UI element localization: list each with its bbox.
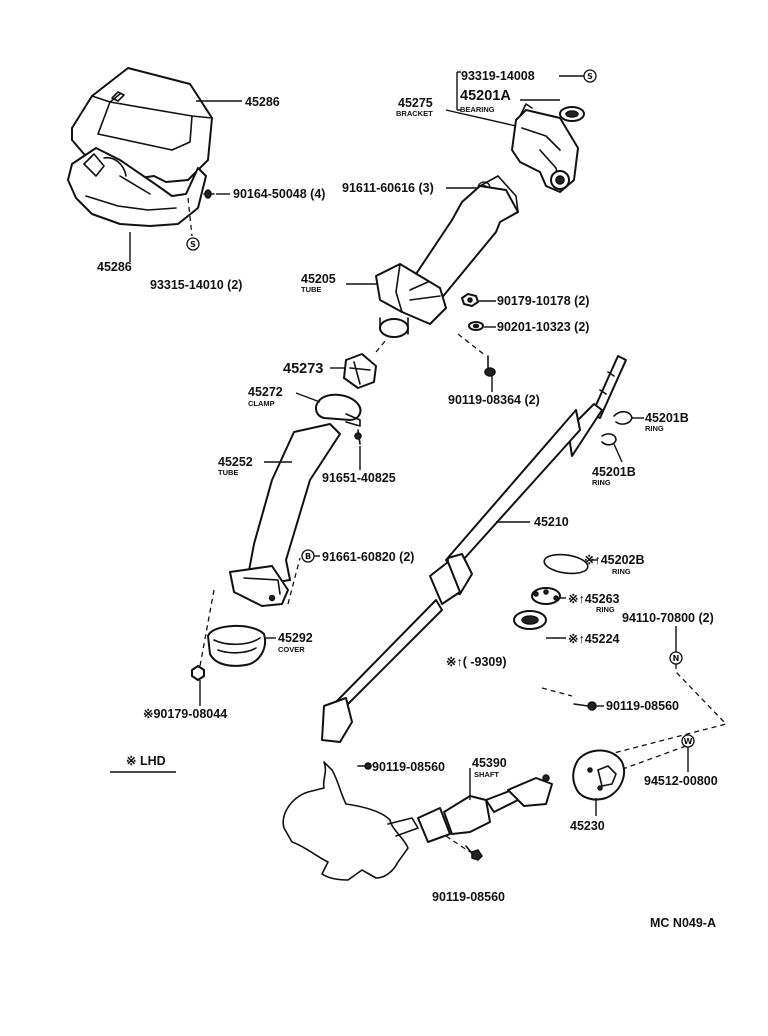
bracket-45275[interactable] [511, 103, 579, 193]
part-labels: 45286 45286 90164-50048 (4) 93315-14010 … [97, 69, 718, 930]
label-45390[interactable]: 45390 [472, 756, 507, 770]
dash-90119-a [541, 687, 573, 697]
svg-text:W: W [684, 737, 693, 746]
label-45286-bottom[interactable]: 45286 [97, 260, 132, 274]
label-45205-sub: TUBE [301, 285, 321, 294]
label-45205[interactable]: 45205 [301, 272, 336, 286]
bolt-91651-icon[interactable] [354, 429, 362, 445]
nut-90179-10178-icon[interactable] [461, 293, 479, 307]
dash-91661 [287, 557, 301, 605]
ring-45263[interactable] [531, 587, 561, 605]
bearing-45224[interactable] [513, 610, 547, 630]
ring-45201B-upper[interactable] [613, 410, 633, 425]
shaft-45390[interactable] [417, 774, 553, 843]
symbol-n-94110: N [669, 651, 683, 665]
label-45201A-sub: BEARING [460, 105, 495, 114]
dash-90119-08364 [457, 333, 487, 357]
label-45263-sub: RING [596, 605, 615, 614]
label-45230[interactable]: 45230 [570, 819, 605, 833]
svg-text:N: N [673, 654, 680, 663]
label-91661[interactable]: 91661-60820 (2) [322, 550, 414, 564]
dash-90119-c [445, 835, 471, 853]
label-45202B-sub: RING [612, 567, 631, 576]
ring-45201B-lower[interactable] [601, 433, 617, 446]
symbol-s-left: S [186, 237, 200, 251]
label-45252[interactable]: 45252 [218, 455, 253, 469]
bolt-90119-08364-icon[interactable] [484, 355, 496, 377]
label-93319[interactable]: 93319-14008 [461, 69, 535, 83]
label-94110[interactable]: 94110-70800 (2) [622, 611, 714, 625]
label-45210[interactable]: 45210 [534, 515, 569, 529]
flange-45230[interactable] [572, 749, 625, 801]
label-45272[interactable]: 45272 [248, 385, 283, 399]
label-45201B-a[interactable]: 45201B [645, 411, 689, 425]
bolt-90119-08560-c-icon[interactable] [465, 845, 483, 861]
diagram-code: MC N049-A [650, 916, 716, 930]
svg-text:S: S [587, 72, 593, 81]
leader-lines [110, 71, 689, 816]
label-lhd: ※ LHD [126, 754, 166, 768]
clamp-45272[interactable] [315, 393, 362, 427]
label-45201B-a-sub: RING [645, 424, 664, 433]
bolt-90119-08560-b-icon[interactable] [357, 762, 372, 770]
cover-screw-dash-line [187, 197, 193, 237]
label-date-note: ※↑( -9309) [446, 655, 507, 669]
ring-45202B[interactable] [543, 552, 589, 576]
label-90119-08560-a[interactable]: 90119-08560 [606, 699, 679, 713]
label-90119-08364[interactable]: 90119-08364 (2) [448, 393, 540, 407]
symbol-w-94512: W [681, 734, 695, 748]
symbol-b-91661: B [301, 549, 315, 563]
label-45263[interactable]: ※↑45263 [568, 592, 620, 606]
tube-45252[interactable] [229, 423, 341, 607]
dash-90179-08044 [199, 589, 215, 667]
label-90164[interactable]: 90164-50048 (4) [233, 187, 325, 201]
label-94512[interactable]: 94512-00800 [644, 774, 718, 788]
label-45224[interactable]: ※↑45224 [568, 632, 620, 646]
dash-45273 [375, 339, 387, 353]
screw-90164-icon[interactable] [203, 189, 215, 199]
label-93315[interactable]: 93315-14010 (2) [150, 278, 242, 292]
label-45292-sub: COVER [278, 645, 305, 654]
label-45201B-b[interactable]: 45201B [592, 465, 636, 479]
symbol-s-93319: S [583, 69, 597, 83]
dash-94110 [609, 664, 728, 755]
label-90179-08044[interactable]: ※90179-08044 [143, 707, 227, 721]
part-45273[interactable] [343, 353, 377, 389]
steering-shaft-45210[interactable] [321, 355, 627, 743]
label-90119-08560-b[interactable]: 90119-08560 [372, 760, 445, 774]
label-90119-08560-c[interactable]: 90119-08560 [432, 890, 505, 904]
label-45202B[interactable]: ※↑45202B [584, 553, 645, 567]
bolt-90119-08560-a-icon[interactable] [573, 701, 597, 711]
label-45390-sub: SHAFT [474, 770, 499, 779]
label-45275-sub: BRACKET [396, 109, 433, 118]
svg-text:B: B [305, 552, 311, 561]
svg-text:S: S [190, 240, 196, 249]
label-90201[interactable]: 90201-10323 (2) [497, 320, 589, 334]
label-45201B-b-sub: RING [592, 478, 611, 487]
label-45252-sub: TUBE [218, 468, 238, 477]
label-45286-top[interactable]: 45286 [245, 95, 280, 109]
bearing-45201A[interactable] [559, 106, 585, 122]
label-91651[interactable]: 91651-40825 [322, 471, 396, 485]
label-91611[interactable]: 91611-60616 (3) [342, 181, 434, 195]
label-45201A[interactable]: 45201A [460, 88, 511, 104]
nut-90179-08044-icon[interactable] [191, 665, 205, 681]
cover-45292[interactable] [207, 624, 266, 667]
dash-94512 [619, 745, 687, 771]
label-45275[interactable]: 45275 [398, 96, 433, 110]
lower-column-cover[interactable] [67, 147, 207, 227]
label-45273[interactable]: 45273 [283, 361, 323, 377]
label-45292[interactable]: 45292 [278, 631, 313, 645]
column-tube-45205[interactable] [375, 175, 519, 338]
washer-90201-icon[interactable] [468, 321, 484, 331]
label-45272-sub: CLAMP [248, 399, 275, 408]
label-90179-10178[interactable]: 90179-10178 (2) [497, 294, 589, 308]
steering-gear-housing [282, 761, 419, 881]
